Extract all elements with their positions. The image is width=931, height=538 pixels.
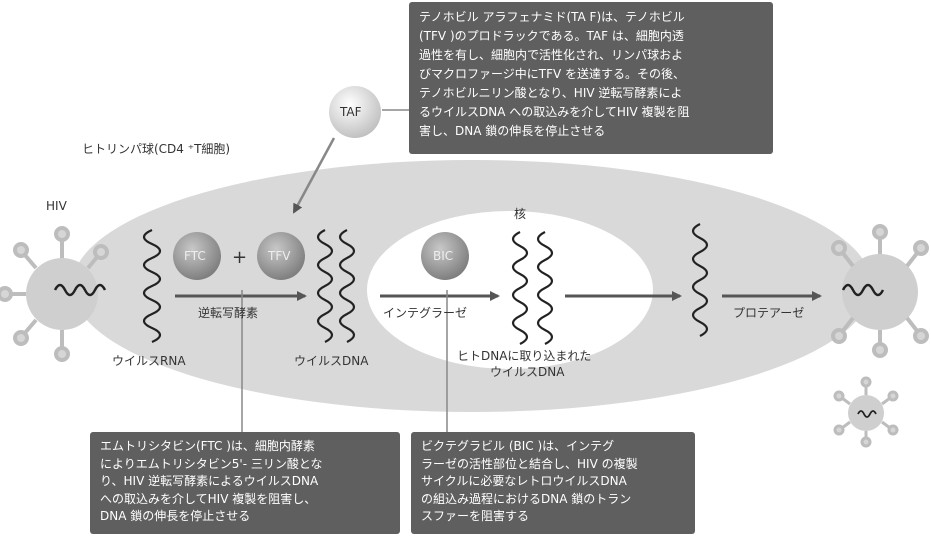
taf-callout-line: るウイルスDNA への取込みを介してHIV 複製を阻 xyxy=(419,105,690,119)
bic-callout-line: ラーゼの活性部位と結合し、HIV の複製 xyxy=(421,456,638,471)
ftc-pill xyxy=(173,232,221,280)
ftc-callout: エムトリシタビン(FTC )は、細胞内酵素 によりエムトリシタビン5'- 三リン… xyxy=(90,432,400,534)
taf-callout: テノホビル アラフェナミド(TA F)は、テノホビル (TFV )のプロドラック… xyxy=(409,2,773,154)
hiv-label: HIV xyxy=(46,199,67,213)
hiv-virus-small xyxy=(833,376,899,448)
plus-label: + xyxy=(232,247,248,268)
protease-label: プロテアーゼ xyxy=(733,306,805,320)
ftc-callout-line: への取込みを介してHIV 複製を阻害し、 xyxy=(100,491,317,506)
integrase-label: インテグラーゼ xyxy=(383,306,468,320)
bic-callout-line: ビクテグラビル (BIC )は、インテグ xyxy=(421,439,615,453)
taf-pill-label: TAF xyxy=(340,105,362,119)
taf-callout-line: 過性を有し、細胞内で活性化され、リンパ球およ xyxy=(419,48,684,62)
bic-callout-line: スファーを阻害する xyxy=(421,509,530,523)
integrated-dna-strands xyxy=(511,231,554,345)
tfv-pill xyxy=(257,232,305,280)
viral-rna-strand xyxy=(142,228,162,344)
rna-copy-strand xyxy=(691,223,709,337)
taf-entry-arrow xyxy=(292,137,336,214)
integrated-dna-label-line2: ウイルスDNA xyxy=(490,365,565,379)
taf-callout-line: テノホビル アラフェナミド(TA F)は、テノホビル xyxy=(419,10,685,24)
viral-dna-label: ウイルスDNA xyxy=(294,354,369,368)
ftc-pill-label: FTC xyxy=(184,249,206,263)
bic-pill xyxy=(421,232,469,280)
bic-callout-line: の組込み過程におけるDNA 鎖のトラン xyxy=(421,491,632,506)
bic-pill-label: BIC xyxy=(433,249,454,263)
nucleus-label: 核 xyxy=(514,207,527,221)
ftc-callout-line: DNA 鎖の伸長を停止させる xyxy=(100,509,251,523)
hiv-virus-right xyxy=(831,224,929,358)
taf-pill xyxy=(329,86,381,138)
bic-callout: ビクテグラビル (BIC )は、インテグ ラーゼの活性部位と結合し、HIV の複… xyxy=(411,432,695,534)
ftc-callout-line: り、HIV 逆転写酵素によるウイルスDNA xyxy=(100,474,319,488)
bic-callout-line: サイクルに必要なレトロウイルスDNA xyxy=(421,474,627,488)
reverse-transcriptase-label: 逆転写酵素 xyxy=(198,306,259,320)
hiv-virus-left xyxy=(0,226,109,362)
viral-dna-strands xyxy=(316,229,356,343)
ftc-callout-line: エムトリシタビン(FTC )は、細胞内酵素 xyxy=(100,439,315,453)
ftc-callout-line: によりエムトリシタビン5'- 三リン酸とな xyxy=(100,456,323,471)
cell-label: ヒトリンパ球(CD4 ⁺T細胞) xyxy=(82,142,231,156)
taf-callout-line: びマクロファージ中にTFV を送達する。その後、 xyxy=(419,67,686,81)
taf-callout-line: 害し、DNA 鎖の伸長を停止させる xyxy=(419,124,606,138)
viral-rna-label: ウイルスRNA xyxy=(112,354,186,368)
taf-callout-line: (TFV )のプロドラックである。TAF は、細胞内透 xyxy=(419,29,684,43)
nucleus xyxy=(367,211,653,369)
integrated-dna-label-line1: ヒトDNAに取り込まれた xyxy=(457,349,592,363)
taf-callout-line: テノホビルニリン酸となり、HIV 逆転写酵素によ xyxy=(419,86,683,100)
tfv-pill-label: TFV xyxy=(268,249,291,263)
